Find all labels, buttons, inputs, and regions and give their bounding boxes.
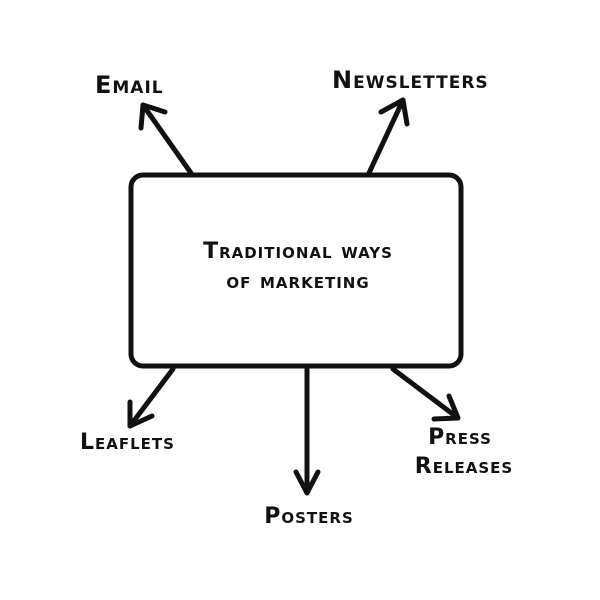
label-leaflets: Leaflets bbox=[80, 430, 175, 455]
label-press-line1: Press bbox=[428, 425, 492, 450]
arrow-newsletters bbox=[366, 97, 410, 176]
label-newsletters: Newsletters bbox=[332, 66, 489, 94]
arrow-email bbox=[138, 102, 194, 176]
label-email: Email bbox=[95, 71, 164, 99]
label-press-line2: Releases bbox=[415, 454, 513, 479]
arrow-posters bbox=[293, 366, 321, 496]
center-box bbox=[128, 172, 464, 369]
center-label-line1: Traditional ways bbox=[203, 239, 393, 264]
arrow-press-releases bbox=[390, 366, 461, 422]
label-posters: Posters bbox=[264, 504, 354, 529]
center-label-line2: of marketing bbox=[226, 269, 369, 294]
arrow-leaflets bbox=[127, 366, 176, 429]
